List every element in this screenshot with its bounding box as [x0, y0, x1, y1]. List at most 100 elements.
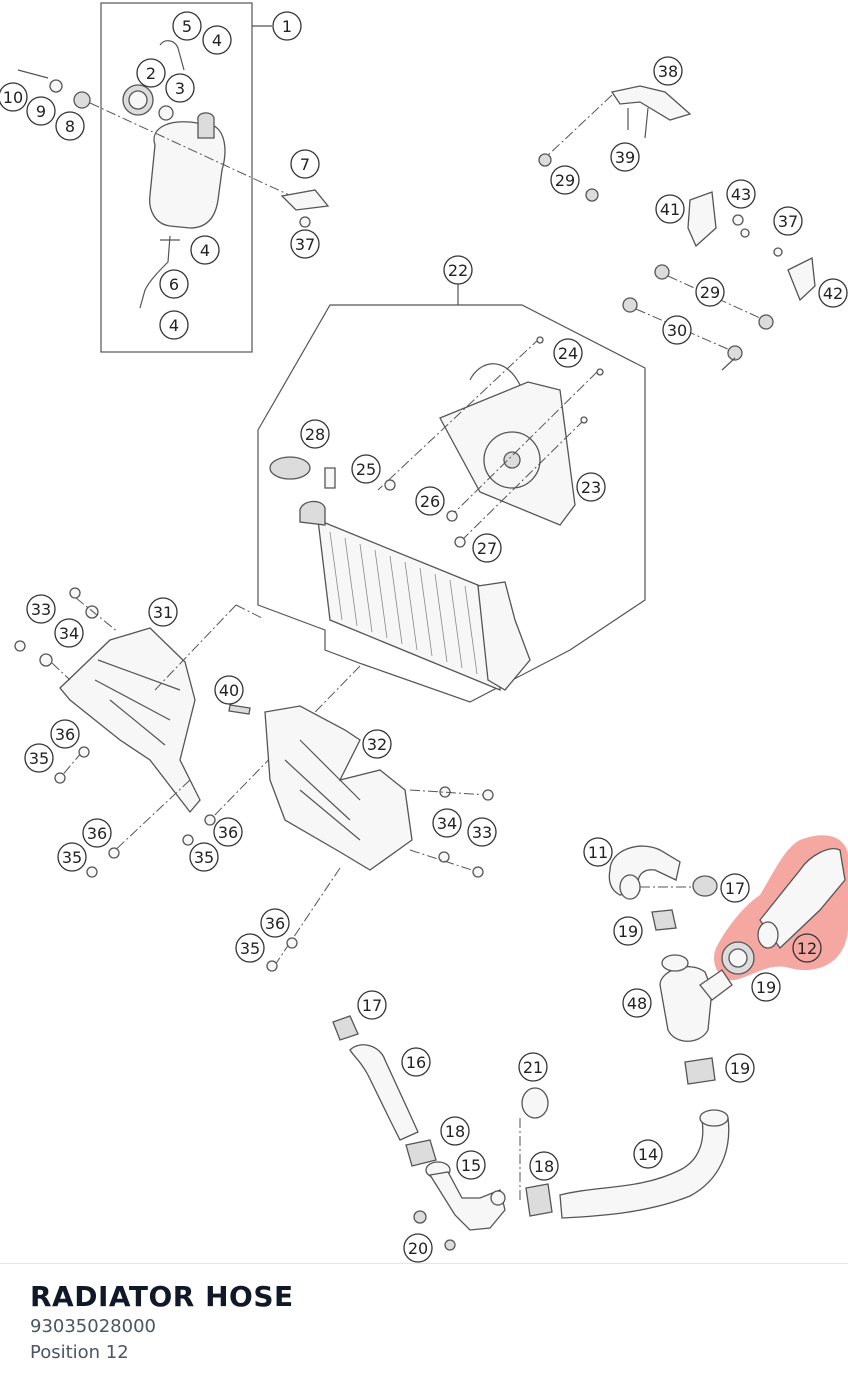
callout-circle: [401, 1047, 431, 1077]
callout-number: 31: [153, 603, 173, 622]
callout-circle: [190, 235, 220, 265]
callout-number: 36: [55, 725, 75, 744]
callout-circle: [235, 933, 265, 963]
callout-number: 11: [588, 843, 608, 862]
callout-number: 35: [240, 939, 260, 958]
callout-number: 36: [218, 823, 238, 842]
callout-c42: 42: [818, 278, 848, 308]
callout-circle: [351, 454, 381, 484]
callout-number: 41: [660, 200, 680, 219]
callout-circle: [165, 73, 195, 103]
callout-number: 28: [305, 425, 325, 444]
hoses-group: [332, 845, 846, 1251]
callout-circle: [622, 988, 652, 1018]
callout-circle: [290, 149, 320, 179]
callout-circle: [553, 338, 583, 368]
callout-c38: 38: [653, 56, 683, 86]
callout-c48: 48: [622, 988, 652, 1018]
callout-c33a: 33: [26, 594, 56, 624]
callout-c8: 8: [55, 111, 85, 141]
callout-number: 17: [725, 879, 745, 898]
callout-circle: [159, 269, 189, 299]
callout-c14: 14: [633, 1139, 663, 1169]
right-radiator-cover-group: [182, 705, 494, 972]
callout-number: 36: [265, 914, 285, 933]
callout-circle: [695, 277, 725, 307]
callout-c3: 3: [165, 73, 195, 103]
callout-c11: 11: [583, 837, 613, 867]
callout-number: 15: [461, 1156, 481, 1175]
callout-c16: 16: [401, 1047, 431, 1077]
callout-number: 35: [62, 848, 82, 867]
callout-circle: [518, 1052, 548, 1082]
callout-circle: [202, 25, 232, 55]
callout-number: 19: [730, 1059, 750, 1078]
callout-c18b: 18: [529, 1151, 559, 1181]
callout-c17b: 17: [357, 990, 387, 1020]
callout-number: 36: [87, 824, 107, 843]
callout-circle: [576, 472, 606, 502]
callout-c17a: 17: [720, 873, 750, 903]
callout-c15: 15: [456, 1150, 486, 1180]
callout-circle: [82, 818, 112, 848]
callout-number: 33: [472, 823, 492, 842]
callout-circle: [726, 179, 756, 209]
callout-c36a: 36: [50, 719, 80, 749]
callout-number: 12: [797, 939, 817, 958]
callout-number: 17: [362, 996, 382, 1015]
callout-number: 33: [31, 600, 51, 619]
callout-c31: 31: [148, 597, 178, 627]
callout-c1: 1: [272, 11, 302, 41]
callout-number: 26: [420, 492, 440, 511]
callout-c37b: 37: [773, 206, 803, 236]
callout-circle: [432, 808, 462, 838]
callout-circle: [300, 419, 330, 449]
callout-number: 23: [581, 478, 601, 497]
callout-c35c: 35: [189, 842, 219, 872]
callout-c18a: 18: [440, 1116, 470, 1146]
callout-c20: 20: [403, 1233, 433, 1263]
callout-number: 38: [658, 62, 678, 81]
callout-c26: 26: [415, 486, 445, 516]
callout-number: 4: [200, 241, 210, 260]
callout-circle: [159, 310, 189, 340]
callout-circle: [720, 873, 750, 903]
callout-circle: [655, 194, 685, 224]
callout-circle: [26, 96, 56, 126]
callout-number: 27: [477, 539, 497, 558]
callout-c12[interactable]: 12: [792, 933, 822, 963]
part-position: Position 12: [30, 1342, 129, 1363]
callout-c35b: 35: [57, 842, 87, 872]
callout-number: 19: [756, 978, 776, 997]
callout-c34a: 34: [54, 618, 84, 648]
callout-c23: 23: [576, 472, 606, 502]
callout-circle: [57, 842, 87, 872]
callout-circle: [529, 1151, 559, 1181]
callout-circle: [189, 842, 219, 872]
part-info-panel: RADIATOR HOSE 93035028000 Position 12: [30, 1280, 294, 1366]
callout-c5: 5: [172, 11, 202, 41]
callout-circle: [403, 1233, 433, 1263]
callout-circle: [50, 719, 80, 749]
callout-number: 34: [437, 814, 457, 833]
callout-circle: [136, 58, 166, 88]
callout-number: 3: [175, 79, 185, 98]
callout-c39: 39: [610, 142, 640, 172]
callout-c4c: 4: [159, 310, 189, 340]
part-name: RADIATOR HOSE: [30, 1280, 294, 1313]
callout-circle: [583, 837, 613, 867]
callout-circle: [456, 1150, 486, 1180]
callout-number: 22: [448, 261, 468, 280]
callout-c22: 22: [443, 255, 473, 285]
callout-circle: [440, 1116, 470, 1146]
callout-number: 6: [169, 275, 179, 294]
callout-number: 25: [356, 460, 376, 479]
callout-circle: [148, 597, 178, 627]
callout-c28: 28: [300, 419, 330, 449]
callout-c19c: 19: [725, 1053, 755, 1083]
callout-circle: [0, 82, 28, 112]
callout-number: 32: [367, 735, 387, 754]
callout-circle: [613, 916, 643, 946]
callout-c30: 30: [662, 315, 692, 345]
